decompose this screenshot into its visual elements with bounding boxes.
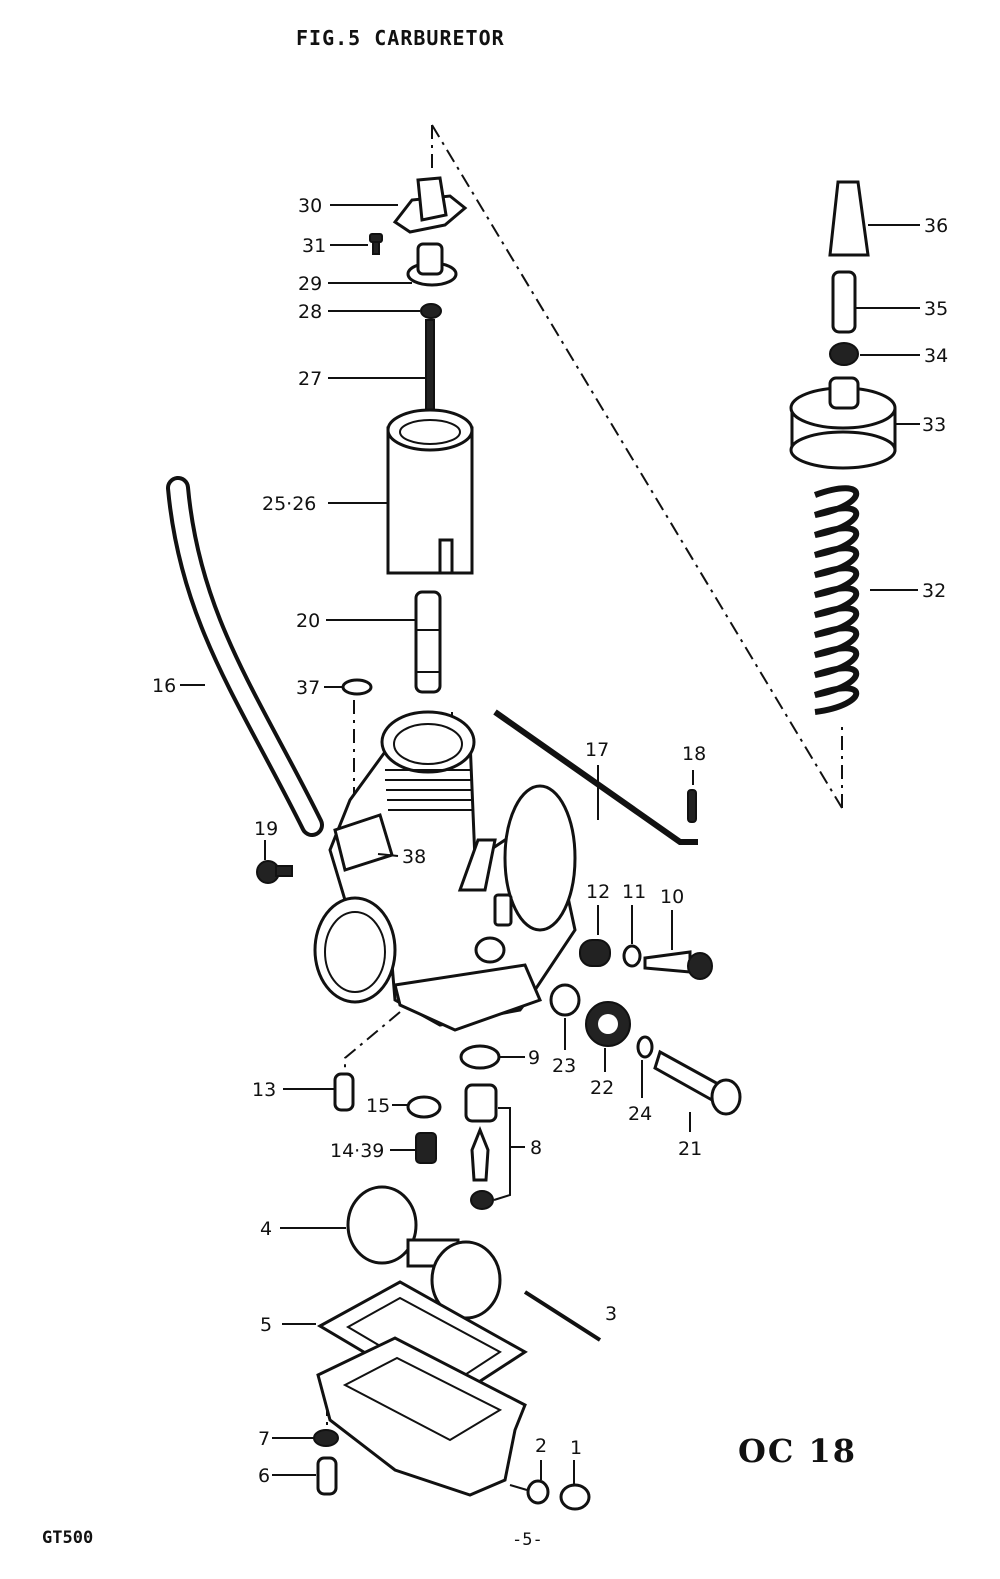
- part-10-air-screw: [643, 950, 713, 980]
- callout-19: 19: [254, 818, 278, 840]
- part-25-26-throttle-valve: [386, 408, 474, 575]
- callout-11: 11: [622, 881, 646, 903]
- callout-28: 28: [298, 301, 322, 323]
- callout-5: 5: [260, 1314, 272, 1336]
- part-3-float-pin: [523, 1290, 602, 1342]
- callout-31: 31: [302, 235, 326, 257]
- callout-leaders: [180, 204, 920, 1491]
- part-37-washer: [341, 678, 373, 696]
- part-33-mixing-chamber-cap: [789, 376, 897, 470]
- part-13-pilot-jet: [333, 1072, 355, 1112]
- callout-8: 8: [530, 1137, 542, 1159]
- part-2-washer: [526, 1479, 550, 1505]
- part-29-chamber-top: [406, 242, 458, 287]
- model-label: GT500: [42, 1528, 94, 1548]
- callout-36: 36: [924, 215, 948, 237]
- part-23-cap: [549, 983, 581, 1017]
- part-21-throttle-stop-screw: [653, 1049, 742, 1116]
- callout-29: 29: [298, 273, 322, 295]
- callout-4: 4: [260, 1218, 272, 1240]
- callout-37: 37: [296, 677, 320, 699]
- callout-17: 17: [585, 739, 609, 761]
- part-28-clip: [420, 303, 442, 319]
- part-16-vent-hose: [166, 476, 324, 837]
- part-8-needle-valve: [464, 1083, 498, 1210]
- part-22-spring: [585, 1001, 631, 1047]
- callout-35: 35: [924, 298, 948, 320]
- callout-27: 27: [298, 368, 322, 390]
- part-15-washer: [406, 1095, 442, 1119]
- callout-16: 16: [152, 675, 176, 697]
- callout-labels: 30 31 29 28 27 25·26 20 16 37 17 18 19 3…: [152, 195, 948, 1487]
- callout-18: 18: [682, 743, 706, 765]
- callout-13: 13: [252, 1079, 276, 1101]
- part-14-39-main-jet: [415, 1132, 437, 1164]
- callout-6: 6: [258, 1465, 270, 1487]
- callout-22: 22: [590, 1077, 614, 1099]
- callout-14-39: 14·39: [330, 1140, 384, 1162]
- part-35-adjuster: [831, 270, 857, 334]
- callout-9: 9: [528, 1047, 540, 1069]
- part-6-screw: [316, 1456, 338, 1496]
- part-24-o-ring: [636, 1035, 654, 1059]
- part-34-nut: [829, 342, 859, 366]
- callout-34: 34: [924, 345, 948, 367]
- callout-33: 33: [922, 414, 946, 436]
- part-11-o-ring: [622, 944, 642, 968]
- part-20-needle-jet: [414, 590, 442, 694]
- part-19-screw: [256, 860, 293, 884]
- callout-1: 1: [570, 1437, 582, 1459]
- part-17-rod: [493, 709, 698, 845]
- figure-title: FIG.5 CARBURETOR: [296, 26, 505, 50]
- callout-15: 15: [366, 1095, 390, 1117]
- callout-12: 12: [586, 881, 610, 903]
- part-12-spring: [579, 939, 611, 967]
- callout-30: 30: [298, 195, 322, 217]
- part-1-drain-plug: [559, 1483, 591, 1511]
- stamp-text: ОС 18: [738, 1432, 858, 1470]
- carburetor-body: [313, 710, 577, 1032]
- callout-24: 24: [628, 1103, 652, 1125]
- callout-23: 23: [552, 1055, 576, 1077]
- callout-7: 7: [258, 1428, 270, 1450]
- float-bowl: [316, 1336, 527, 1497]
- callout-2: 2: [535, 1435, 547, 1457]
- part-31-screw: [369, 233, 383, 255]
- callout-20: 20: [296, 610, 320, 632]
- part-7-plug: [313, 1429, 339, 1447]
- callout-38: 38: [402, 846, 426, 868]
- part-32-throttle-spring: [813, 485, 860, 715]
- callout-32: 32: [922, 580, 946, 602]
- callout-21: 21: [678, 1138, 702, 1160]
- page-number: -5-: [512, 1530, 543, 1550]
- part-4-float: [346, 1185, 502, 1320]
- callout-10: 10: [660, 886, 684, 908]
- part-9-washer: [459, 1044, 501, 1070]
- callout-25-26: 25·26: [262, 493, 316, 515]
- part-30-top-cap: [392, 176, 468, 234]
- part-18-pin: [687, 789, 697, 823]
- callout-3: 3: [605, 1303, 617, 1325]
- part-36-cover: [828, 180, 870, 257]
